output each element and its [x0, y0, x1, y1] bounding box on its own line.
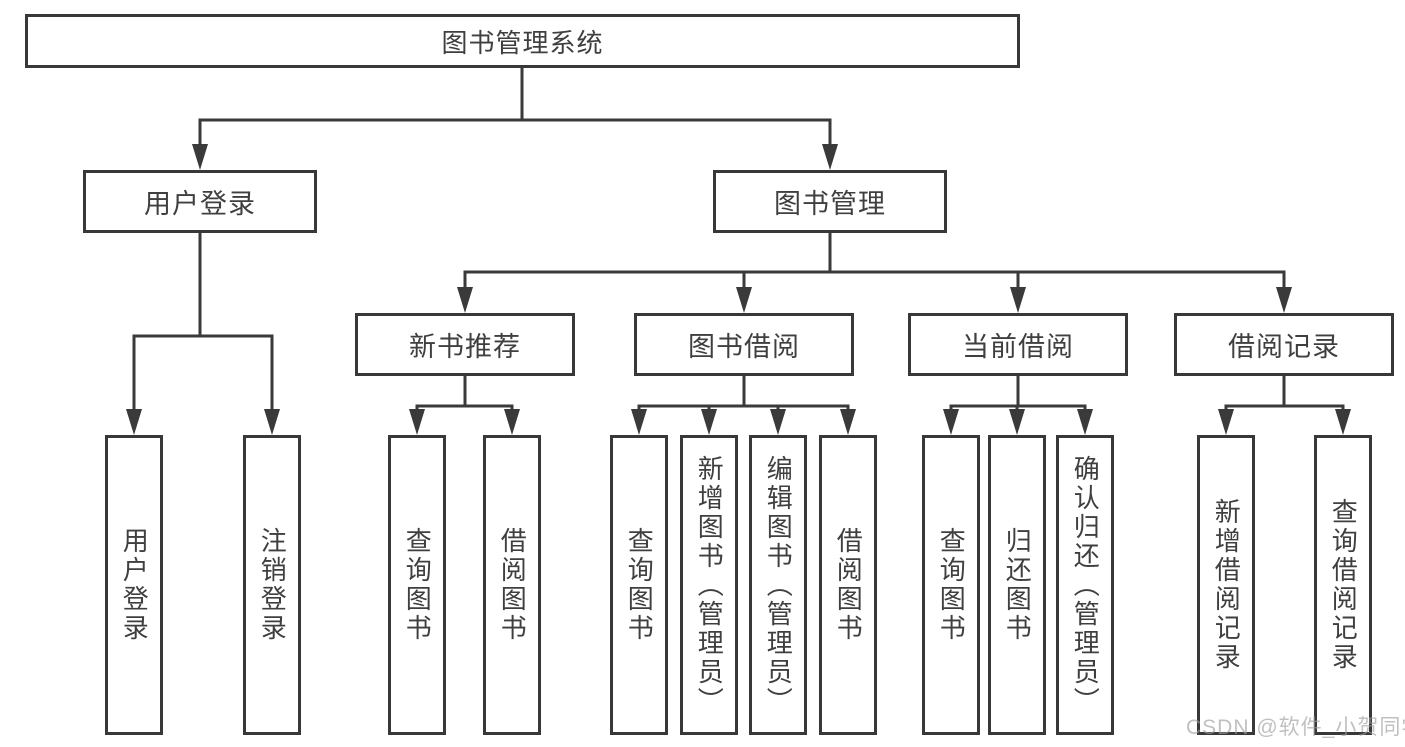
arrowhead [1218, 409, 1234, 435]
node-label: 当前借阅 [962, 332, 1074, 362]
leaf-borrow-books-recommend: 借阅图书 [483, 435, 541, 735]
leaf-return-books: 归还图书 [988, 435, 1046, 735]
node-label: 图书借阅 [688, 332, 800, 362]
edge-root-bus [198, 118, 832, 150]
arrowhead [736, 287, 752, 313]
leaf-label: 查询图书 [624, 527, 655, 643]
node-label: 用户登录 [144, 189, 256, 219]
arrowhead [1009, 409, 1025, 435]
leaf-user-login: 用户登录 [105, 435, 163, 735]
edge-recommend-bus [415, 404, 514, 415]
leaf-query-borrow-record: 查询借阅记录 [1314, 435, 1372, 735]
node-current-borrowing: 当前借阅 [908, 313, 1128, 376]
leaf-add-borrow-record: 新增借阅记录 [1197, 435, 1255, 735]
node-book-management: 图书管理 [713, 170, 947, 233]
leaf-label: 编辑图书（管理员） [763, 454, 794, 716]
arrowhead [1010, 287, 1026, 313]
leaf-edit-book-admin: 编辑图书（管理员） [749, 435, 807, 735]
arrowhead [192, 144, 208, 170]
leaf-add-book-admin: 新增图书（管理员） [680, 435, 738, 735]
node-label: 图书管理系统 [441, 27, 604, 58]
arrowhead [1276, 287, 1292, 313]
leaf-label: 查询图书 [402, 527, 433, 643]
leaf-label: 借阅图书 [497, 527, 528, 643]
arrowhead [840, 409, 856, 435]
leaf-logout: 注销登录 [243, 435, 301, 735]
node-library-management-system: 图书管理系统 [25, 14, 1020, 68]
leaf-label: 查询借阅记录 [1328, 498, 1359, 672]
leaf-confirm-return-admin: 确认归还（管理员） [1056, 435, 1114, 735]
arrowhead [457, 287, 473, 313]
arrowhead [126, 409, 142, 435]
arrowhead [770, 409, 786, 435]
arrowhead [264, 409, 280, 435]
node-label: 借阅记录 [1228, 332, 1340, 362]
node-new-book-recommend: 新书推荐 [355, 313, 575, 376]
edge-records-bus [1224, 404, 1345, 415]
leaf-label: 新增借阅记录 [1211, 498, 1242, 672]
edge-borrowing-bus [637, 404, 850, 415]
leaf-label: 新增图书（管理员） [694, 454, 725, 716]
node-user-login: 用户登录 [83, 170, 317, 233]
node-book-borrowing: 图书借阅 [634, 313, 854, 376]
arrowhead [1077, 409, 1093, 435]
leaf-borrow-books-borrowing: 借阅图书 [819, 435, 877, 735]
edge-bookmgmt-bus [463, 270, 1286, 292]
leaf-label: 注销登录 [257, 527, 288, 643]
arrowhead [943, 409, 959, 435]
leaf-query-books-current: 查询图书 [922, 435, 980, 735]
csdn-watermark: CSDN @软件_小贺同学 [1186, 716, 1405, 739]
leaf-label: 归还图书 [1002, 527, 1033, 643]
leaf-label: 确认归还（管理员） [1070, 454, 1101, 716]
arrowhead [1335, 409, 1351, 435]
leaf-query-books-recommend: 查询图书 [388, 435, 446, 735]
node-label: 图书管理 [774, 189, 886, 219]
leaf-label: 查询图书 [936, 527, 967, 643]
arrowhead [701, 409, 717, 435]
leaf-query-books-borrowing: 查询图书 [610, 435, 668, 735]
arrowhead [409, 409, 425, 435]
leaf-label: 借阅图书 [833, 527, 864, 643]
arrowhead [631, 409, 647, 435]
arrowhead [504, 409, 520, 435]
edge-userlogin-bus [132, 334, 274, 415]
leaf-label: 用户登录 [119, 527, 150, 643]
node-label: 新书推荐 [409, 332, 521, 362]
node-borrowing-records: 借阅记录 [1174, 313, 1394, 376]
arrowhead [822, 144, 838, 170]
